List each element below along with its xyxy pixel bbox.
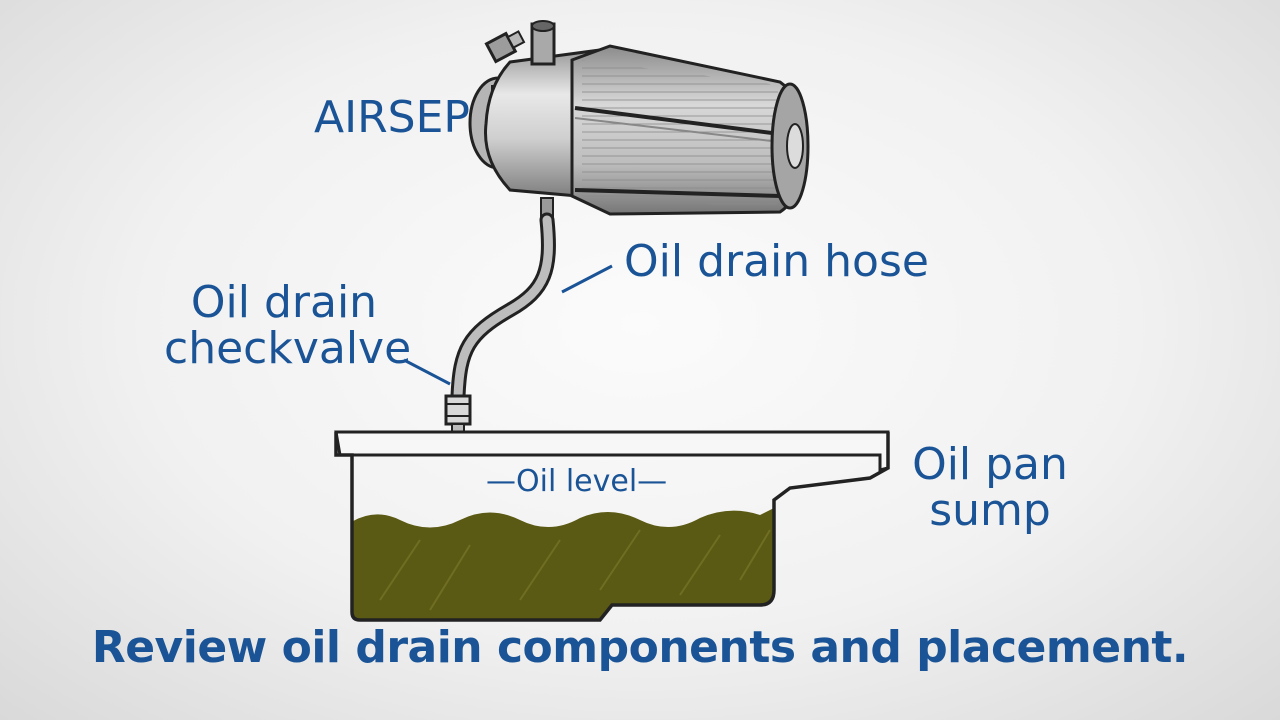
airsep-assembly [468,20,810,219]
airsep-label: AIRSEP [314,92,470,143]
oil-drain-hose [450,212,556,404]
oil-drain-checkvalve [444,394,472,433]
sump-label-line2: sump [929,485,1051,536]
sump-label-line1: Oil pan [912,439,1068,490]
airsep-filter-band-mid [574,117,781,143]
checkvalve-leader-line [403,358,451,386]
oil-drain-checkvalve-label: Oil drain checkvalve [164,277,412,374]
airsep-filter-band-bottom [574,188,781,198]
oil-pan-sump-label: Oil pan sump [910,442,1070,534]
oil-level-label: —Oil level— [486,464,668,499]
checkvalve-label-line1: Oil drain [190,277,378,328]
oil-hatching [379,529,771,611]
oil-drain-hose-fill [453,215,553,401]
airsep-filter-pleats [582,60,792,208]
oil-drain-hose-label: Oil drain hose [624,236,929,287]
airsep-filter-band-top [574,106,781,136]
airsep-filter-end-inner [786,123,804,169]
airsep-side-fitting [484,30,526,64]
caption: Review oil drain components and placemen… [91,622,1189,673]
airsep-top-port-opening [531,20,555,32]
oil-pan-sump [334,430,890,622]
hose-leader-line [561,264,613,294]
checkvalve-label-line2: checkvalve [164,323,412,374]
oil-pan-outline [334,432,890,622]
